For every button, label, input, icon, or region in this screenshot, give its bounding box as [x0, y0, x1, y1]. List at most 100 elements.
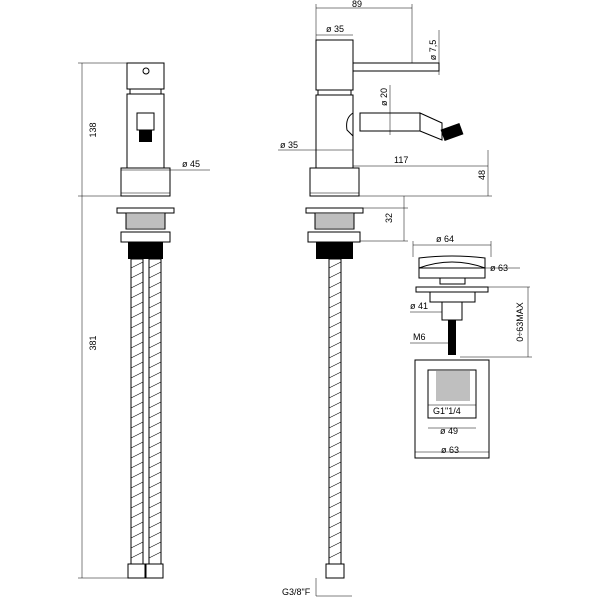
hose-braid-stroke — [148, 391, 162, 399]
hose-braid-stroke — [130, 471, 144, 479]
hose-braid-stroke — [148, 431, 162, 439]
side-view: 89 ø 35 ø 7,5 ø 20 ø 35 117 48 32 G3/8"F — [278, 0, 492, 597]
hose-braid-stroke — [130, 461, 144, 469]
hose-braid-stroke — [328, 321, 342, 329]
front-aerator — [136, 112, 155, 131]
dim-waste-thread-m: M6 — [413, 332, 426, 342]
hose-braid-stroke — [148, 261, 162, 269]
hose-braid-stroke — [328, 441, 342, 449]
side-fitting — [325, 563, 345, 579]
dim-waste-bottom-diameter: ø 63 — [441, 445, 459, 455]
front-aerator-mesh — [139, 130, 152, 142]
side-base — [309, 167, 360, 197]
hose-braid-stroke — [148, 541, 162, 549]
dim-spout-height: 48 — [477, 170, 487, 180]
hose-braid-stroke — [328, 271, 342, 279]
hose-braid-stroke — [130, 301, 144, 309]
front-view: 138 381 ø 45 — [78, 62, 210, 579]
hose-braid-stroke — [130, 531, 144, 539]
hose-braid-stroke — [130, 281, 144, 289]
hose-braid-stroke — [130, 541, 144, 549]
side-flange — [305, 207, 364, 214]
hose-braid-stroke — [148, 551, 162, 559]
hose-braid-stroke — [130, 391, 144, 399]
hose-braid-stroke — [328, 351, 342, 359]
hose-braid-stroke — [148, 341, 162, 349]
hose-braid-stroke — [328, 501, 342, 509]
dim-waste-thread-g: G1"1/4 — [433, 406, 461, 416]
hose-braid-stroke — [130, 361, 144, 369]
hose-braid-stroke — [148, 531, 162, 539]
front-lever — [126, 62, 165, 90]
dim-side-top-diameter: ø 35 — [326, 24, 344, 34]
hose-braid-stroke — [328, 371, 342, 379]
hose-braid-stroke — [328, 521, 342, 529]
hose-braid-stroke — [130, 451, 144, 459]
waste-stem-top — [429, 291, 476, 303]
hose-braid-stroke — [328, 531, 342, 539]
dim-spout-reach: 117 — [394, 155, 408, 165]
hose-braid-stroke — [130, 381, 144, 389]
hose-braid-stroke — [130, 291, 144, 299]
hose-braid-stroke — [130, 271, 144, 279]
hose-braid-stroke — [148, 491, 162, 499]
dim-front-height: 138 — [88, 122, 98, 137]
hose-braid-stroke — [130, 521, 144, 529]
dim-waste-stem-diameter: ø 41 — [410, 301, 428, 311]
front-nut-lower — [128, 242, 163, 259]
hose-braid-stroke — [130, 481, 144, 489]
hose-braid-stroke — [130, 511, 144, 519]
hose-braid-stroke — [130, 411, 144, 419]
hose-braid-stroke — [130, 441, 144, 449]
hose-braid-stroke — [148, 271, 162, 279]
dim-base-diameter: ø 45 — [182, 159, 200, 169]
side-body — [315, 94, 354, 169]
hose-braid-stroke — [148, 331, 162, 339]
hose-braid-stroke — [148, 321, 162, 329]
hose-braid-stroke — [148, 301, 162, 309]
hose-braid-stroke — [148, 311, 162, 319]
dim-waste-body-diameter: ø 49 — [440, 426, 458, 436]
hose-braid-stroke — [328, 471, 342, 479]
hose-braid-stroke — [130, 371, 144, 379]
waste-inner — [427, 369, 477, 419]
hose-braid-stroke — [148, 351, 162, 359]
hose-braid-stroke — [328, 381, 342, 389]
side-spout-root — [346, 112, 354, 137]
hose-braid-stroke — [148, 481, 162, 489]
hose-braid-stroke — [130, 421, 144, 429]
dim-lever-diameter: ø 7,5 — [428, 40, 438, 61]
waste-flange — [415, 286, 489, 293]
hose-braid-stroke — [148, 281, 162, 289]
hose-braid-stroke — [328, 511, 342, 519]
hose-braid-stroke — [328, 431, 342, 439]
hose-braid-stroke — [148, 461, 162, 469]
hose-braid-stroke — [328, 361, 342, 369]
hose-braid-stroke — [148, 411, 162, 419]
hose-braid-stroke — [328, 291, 342, 299]
hose-braid-stroke — [148, 441, 162, 449]
hose-braid-stroke — [148, 451, 162, 459]
hose-braid-stroke — [328, 481, 342, 489]
hose-braid-stroke — [328, 461, 342, 469]
hose-braid-stroke — [328, 261, 342, 269]
hose-braid-stroke — [148, 401, 162, 409]
waste-cap — [418, 267, 486, 279]
front-lever-collar — [129, 88, 162, 95]
dim-shank-height: 32 — [384, 213, 394, 223]
hose-braid-stroke — [328, 541, 342, 549]
front-nut — [120, 231, 171, 243]
side-nut-lower — [316, 242, 353, 259]
lever-screw-icon — [142, 67, 150, 75]
hose-braid-stroke — [130, 551, 144, 559]
side-nut — [307, 231, 361, 243]
side-spout-nose — [419, 112, 443, 141]
hose-braid-stroke — [130, 311, 144, 319]
dim-waste-cap-diameter: ø 63 — [490, 263, 508, 273]
front-base — [120, 167, 171, 197]
hose-braid-stroke — [130, 501, 144, 509]
hose-braid-stroke — [328, 411, 342, 419]
dim-hose-length: 381 — [88, 335, 98, 350]
hose-braid-stroke — [130, 351, 144, 359]
hose-braid-stroke — [130, 321, 144, 329]
